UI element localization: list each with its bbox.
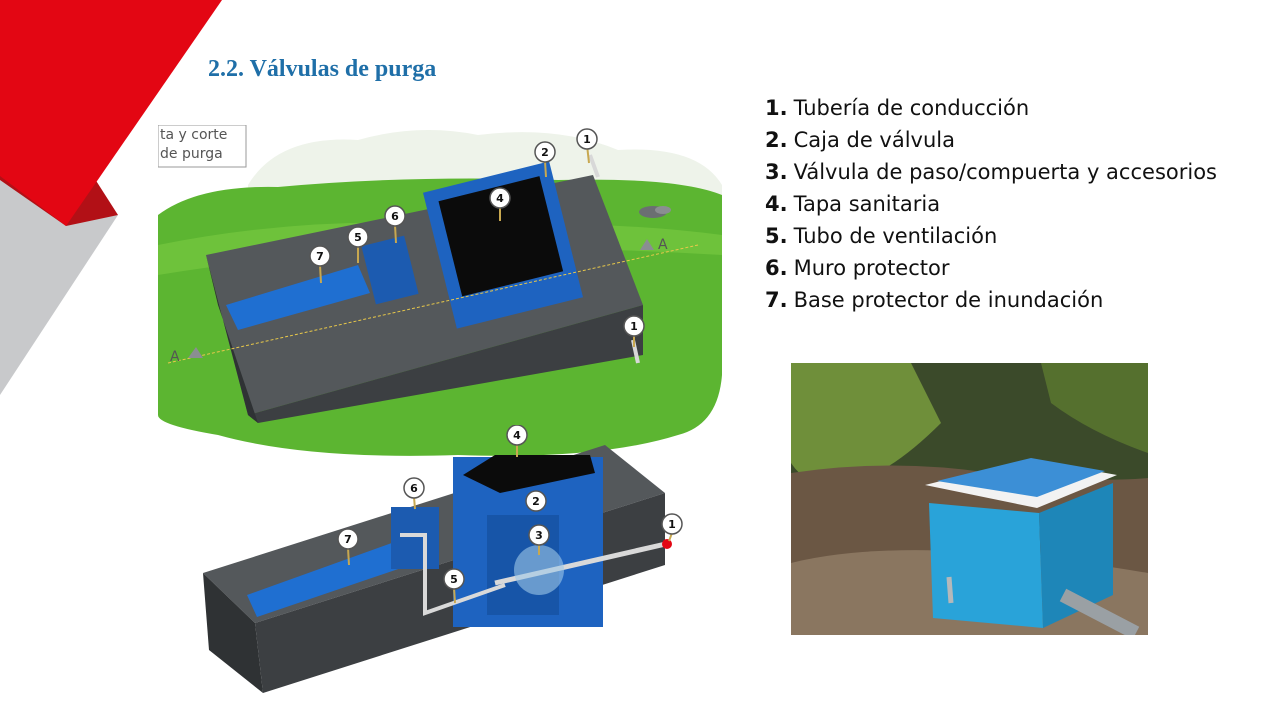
legend-text: Base protector de inundación xyxy=(793,288,1104,312)
photo-pipe-small xyxy=(946,576,954,604)
callout-top-1b: 1 xyxy=(623,315,645,347)
photo-box-lid xyxy=(937,458,1105,497)
legend-item: 6.Muro protector xyxy=(765,252,1217,284)
valve-highlight xyxy=(514,545,564,595)
valve-box-cutaway-illustration: 4 2 3 6 7 5 1 xyxy=(203,425,683,693)
callout-bottom-2-label: 2 xyxy=(532,495,540,508)
cut-label-box xyxy=(158,125,247,168)
callout-bottom-1: 1 xyxy=(661,513,683,542)
protective-wall xyxy=(361,235,419,305)
callout-bottom-7-label: 7 xyxy=(344,533,352,546)
component-legend: 1.Tubería de conducción 2.Caja de válvul… xyxy=(765,92,1217,316)
rock-right xyxy=(655,206,671,214)
cutaway-slab-left xyxy=(203,573,263,693)
section-marker-right xyxy=(640,239,654,250)
legend-item: 1.Tubería de conducción xyxy=(765,92,1217,124)
cut-label-line1: ta y corte xyxy=(160,127,227,143)
legend-number: 6. xyxy=(765,256,788,280)
legend-text: Tubo de ventilación xyxy=(793,224,998,248)
slide-title: 2.2. Válvulas de purga xyxy=(208,56,437,82)
callout-top-1-label: 1 xyxy=(583,133,591,146)
photo-fern-right xyxy=(1041,363,1148,453)
legend-item: 2.Caja de válvula xyxy=(765,124,1217,156)
corner-decoration xyxy=(0,0,222,395)
legend-item: 7.Base protector de inundación xyxy=(765,284,1217,316)
legend-text: Tubería de conducción xyxy=(793,96,1030,120)
callout-top-4-label: 4 xyxy=(496,192,504,205)
callout-bottom-6: 6 xyxy=(403,477,425,510)
callout-bottom-5-label: 5 xyxy=(450,573,458,586)
concrete-slab-front xyxy=(248,305,643,423)
callout-bottom-5: 5 xyxy=(443,568,465,604)
legend-number: 4. xyxy=(765,192,788,216)
legend-text: Muro protector xyxy=(793,256,950,280)
callout-top-1b-label: 1 xyxy=(630,320,638,333)
legend-text: Caja de válvula xyxy=(793,128,956,152)
legend-text: Tapa sanitaria xyxy=(793,192,941,216)
callout-bottom-4-label: 4 xyxy=(513,429,521,442)
callout-bottom-6-label: 6 xyxy=(410,482,418,495)
cutaway-protective-wall xyxy=(391,507,439,569)
legend-number: 3. xyxy=(765,160,788,184)
photo-fern-left xyxy=(791,363,941,486)
flood-protection-base xyxy=(226,265,370,330)
cut-label-line2: de purga xyxy=(160,146,223,162)
callout-top-1: 1 xyxy=(576,128,598,164)
section-line xyxy=(167,244,699,364)
legend-text: Válvula de paso/compuerta y accesorios xyxy=(793,160,1217,184)
callout-bottom-7: 7 xyxy=(337,528,359,566)
legend-number: 5. xyxy=(765,224,788,248)
legend-number: 1. xyxy=(765,96,788,120)
sanitary-lid xyxy=(438,176,564,297)
callout-top-6: 6 xyxy=(384,205,406,244)
callout-bottom-4: 4 xyxy=(506,425,528,457)
legend-number: 2. xyxy=(765,128,788,152)
vent-pipe xyxy=(400,533,506,616)
callout-top-2-label: 2 xyxy=(541,146,549,159)
section-marker-left xyxy=(188,347,203,358)
callout-top-6-label: 6 xyxy=(391,210,399,223)
valve-box-photo xyxy=(791,363,1148,635)
pipe-end-marker xyxy=(662,539,672,549)
valve-box-plan-illustration: A A ta y corte de purga 1 2 4 6 5 7 1 xyxy=(158,125,722,460)
cutaway-flood-base xyxy=(247,540,410,617)
callout-top-4: 4 xyxy=(489,187,511,221)
callout-bottom-3: 3 xyxy=(528,524,550,555)
valve-box-photo-drawing xyxy=(791,363,1148,635)
section-label-right: A xyxy=(658,237,668,253)
callout-top-5: 5 xyxy=(347,226,369,263)
legend-item: 5.Tubo de ventilación xyxy=(765,220,1217,252)
callout-bottom-1-label: 1 xyxy=(668,518,676,531)
red-triangle xyxy=(0,0,222,226)
callout-bottom-3-label: 3 xyxy=(535,529,543,542)
legend-number: 7. xyxy=(765,288,788,312)
legend-item: 3.Válvula de paso/compuerta y accesorios xyxy=(765,156,1217,188)
callout-bottom-2: 2 xyxy=(525,490,547,512)
pipe-stub-top xyxy=(588,154,600,178)
callout-top-7: 7 xyxy=(309,245,331,284)
photo-box-front xyxy=(929,503,1043,628)
photo-pipe xyxy=(1059,588,1140,635)
cutaway-lid xyxy=(463,455,595,493)
legend-item: 4.Tapa sanitaria xyxy=(765,188,1217,220)
callout-top-5-label: 5 xyxy=(354,231,362,244)
callout-top-2: 2 xyxy=(534,141,556,178)
gray-triangle xyxy=(0,180,118,395)
callout-top-7-label: 7 xyxy=(316,250,324,263)
photo-box-side xyxy=(1039,483,1113,628)
section-label-left: A xyxy=(170,349,180,365)
